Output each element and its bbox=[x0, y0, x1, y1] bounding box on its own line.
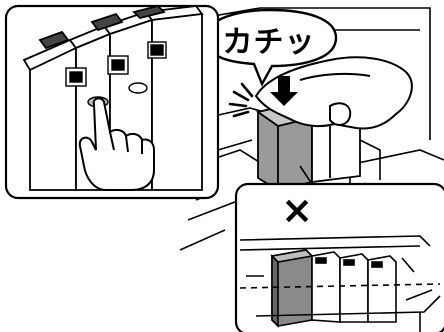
button-inset bbox=[6, 6, 252, 198]
incorrect-inset bbox=[236, 166, 444, 332]
